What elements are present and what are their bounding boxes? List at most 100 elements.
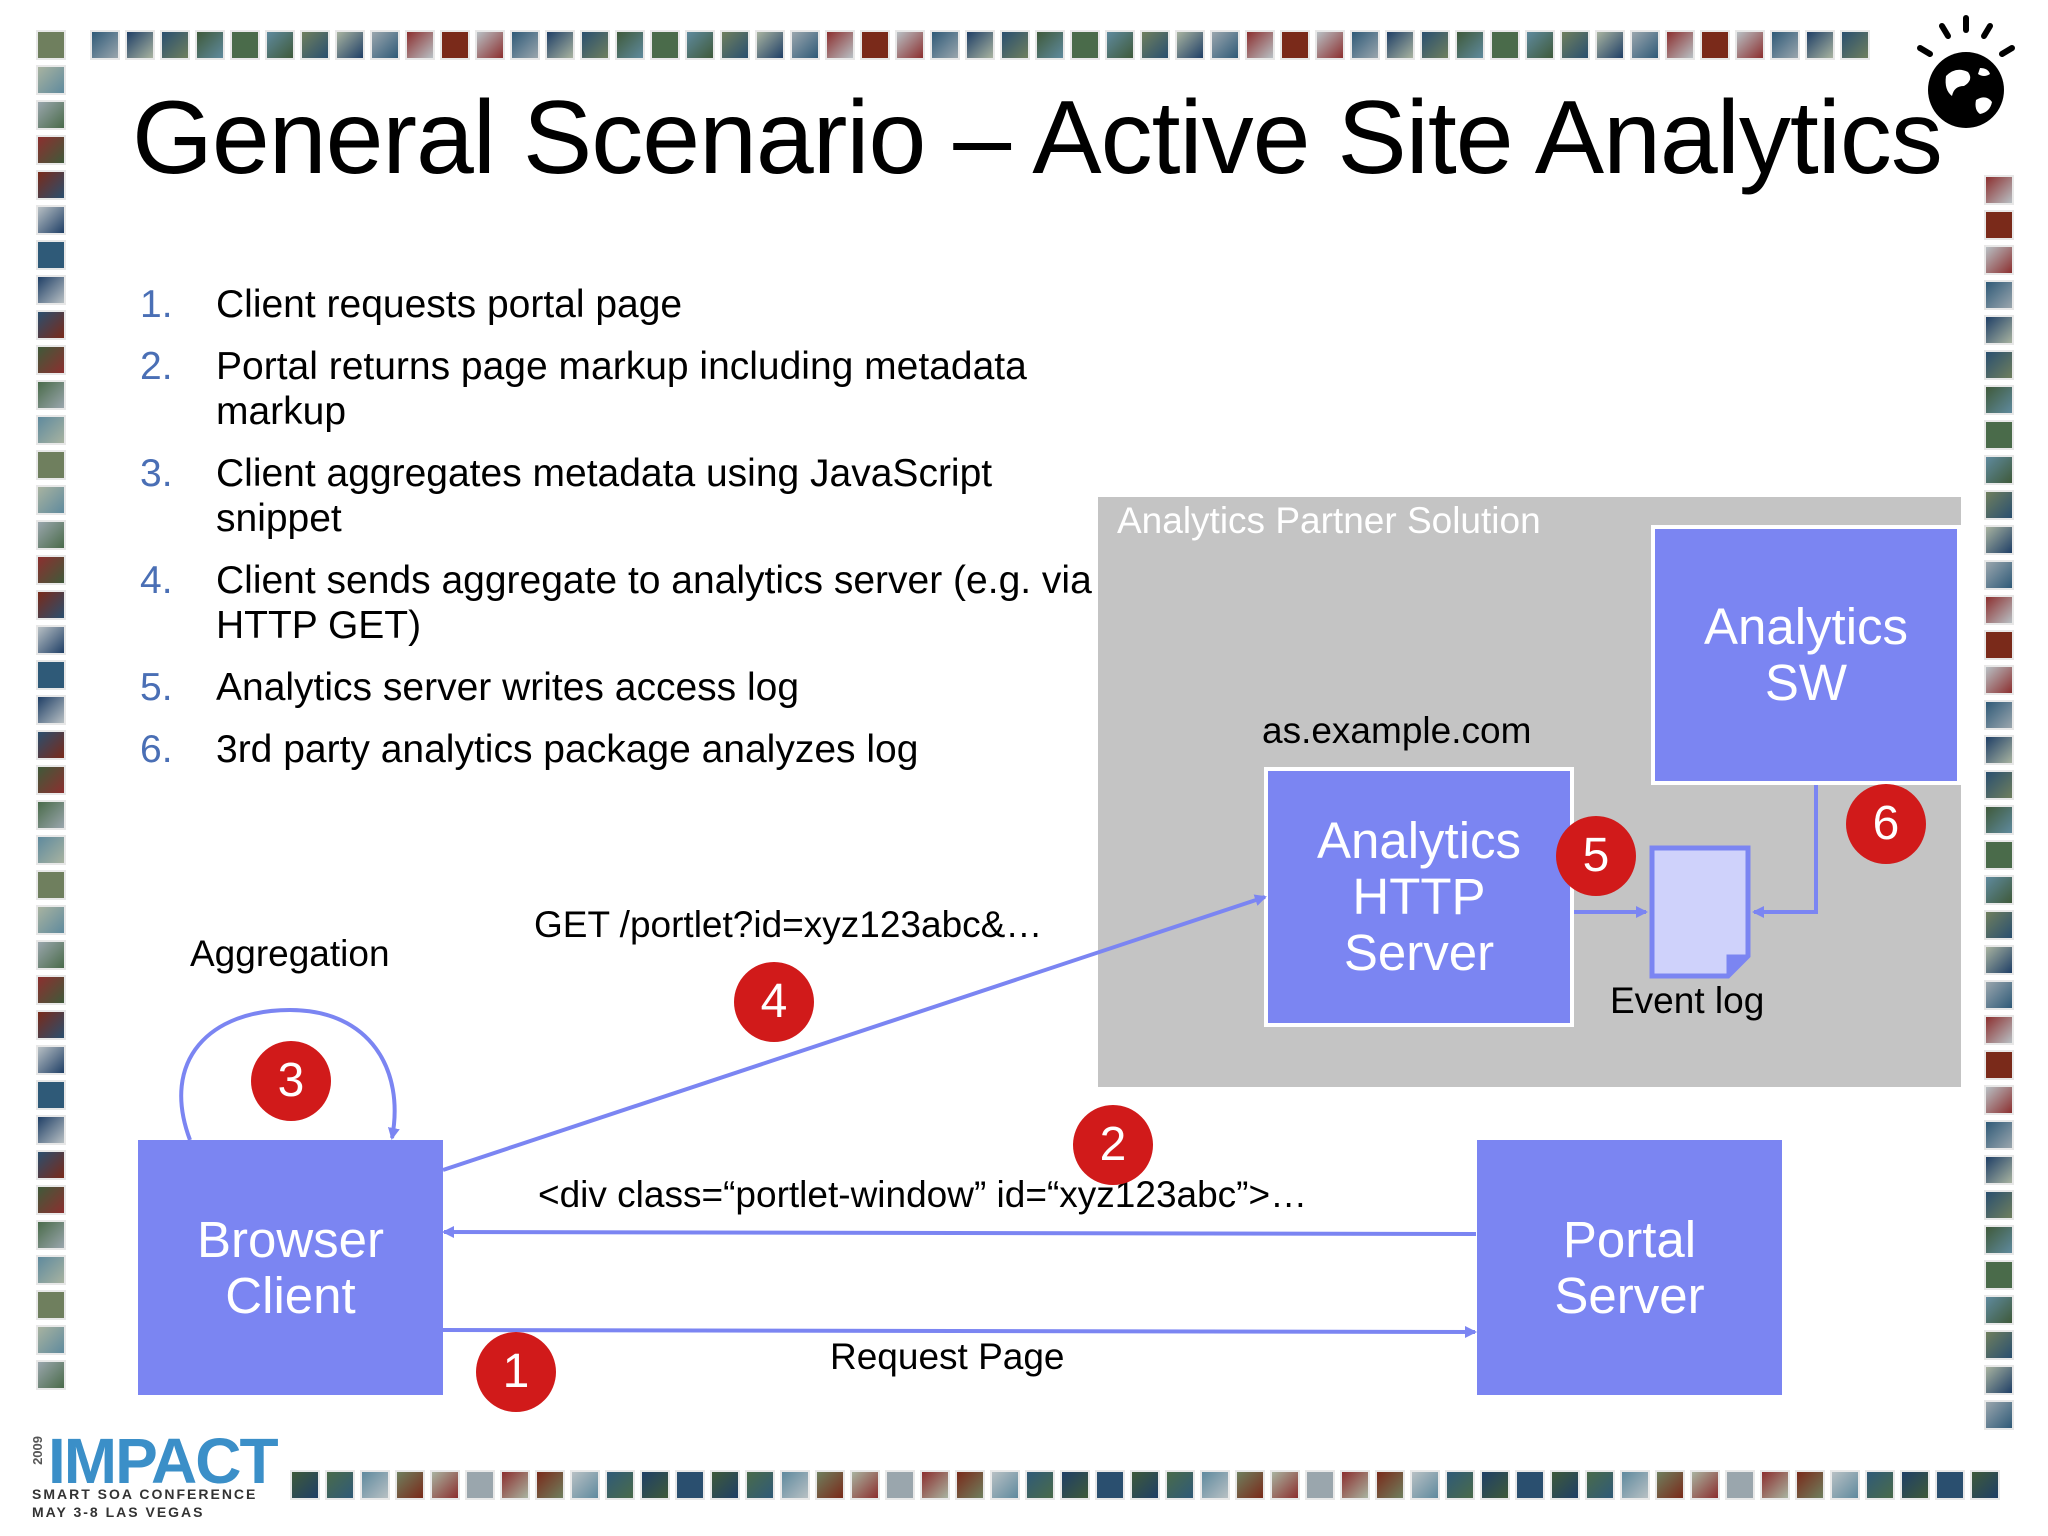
photo-tile: [1515, 1470, 1545, 1500]
photo-tile: [36, 940, 66, 970]
photo-tile: [36, 695, 66, 725]
photo-tile: [650, 30, 680, 60]
photo-tile: [1690, 1470, 1720, 1500]
photo-tile: [1455, 30, 1485, 60]
step-item: 2.Portal returns page markup including m…: [140, 344, 1100, 434]
photo-tile: [895, 30, 925, 60]
photo-tile: [685, 30, 715, 60]
photo-tile: [1235, 1470, 1265, 1500]
photo-tile: [430, 1470, 460, 1500]
bottom-photo-strip: [290, 1470, 2030, 1504]
photo-tile: [1984, 945, 2014, 975]
photo-tile: [36, 415, 66, 445]
photo-tile: [1420, 30, 1450, 60]
photo-tile: [1105, 30, 1135, 60]
photo-tile: [825, 30, 855, 60]
analytics-http-server-box: Analytics HTTP Server: [1264, 767, 1574, 1027]
photo-tile: [1984, 1400, 2014, 1430]
photo-tile: [195, 30, 225, 60]
step-item: 4.Client sends aggregate to analytics se…: [140, 558, 1100, 648]
step-item: 3.Client aggregates metadata using JavaS…: [140, 451, 1100, 541]
analytics-sw-label: Analytics SW: [1703, 598, 1909, 711]
photo-tile: [1550, 1470, 1580, 1500]
photo-tile: [1984, 1295, 2014, 1325]
photo-tile: [36, 905, 66, 935]
photo-tile: [1984, 700, 2014, 730]
photo-tile: [1725, 1470, 1755, 1500]
photo-tile: [930, 30, 960, 60]
arrow-get-request: [442, 894, 1267, 1172]
photo-tile: [780, 1470, 810, 1500]
photo-tile: [36, 135, 66, 165]
event-log-label: Event log: [1610, 980, 1765, 1021]
photo-tile: [36, 275, 66, 305]
photo-tile: [1984, 1085, 2014, 1115]
photo-tile: [405, 30, 435, 60]
photo-tile: [36, 625, 66, 655]
photo-tile: [1984, 525, 2014, 555]
photo-tile: [335, 30, 365, 60]
photo-tile: [36, 1360, 66, 1390]
photo-tile: [1175, 30, 1205, 60]
photo-tile: [36, 1150, 66, 1180]
photo-tile: [1984, 875, 2014, 905]
photo-tile: [850, 1470, 880, 1500]
left-photo-strip: [36, 30, 70, 1410]
photo-tile: [36, 240, 66, 270]
photo-tile: [1410, 1470, 1440, 1500]
photo-tile: [1984, 280, 2014, 310]
photo-tile: [90, 30, 120, 60]
photo-tile: [500, 1470, 530, 1500]
photo-tile: [860, 30, 890, 60]
photo-tile: [36, 870, 66, 900]
photo-tile: [36, 1115, 66, 1145]
photo-tile: [615, 30, 645, 60]
photo-tile: [36, 590, 66, 620]
photo-tile: [1770, 30, 1800, 60]
photo-tile: [1700, 30, 1730, 60]
photo-tile: [1840, 30, 1870, 60]
photo-tile: [36, 485, 66, 515]
photo-tile: [545, 30, 575, 60]
photo-tile: [36, 65, 66, 95]
photo-tile: [325, 1470, 355, 1500]
browser-client-box: Browser Client: [138, 1140, 443, 1395]
photo-tile: [1130, 1470, 1160, 1500]
photo-tile: [1900, 1470, 1930, 1500]
photo-tile: [1025, 1470, 1055, 1500]
photo-tile: [965, 30, 995, 60]
photo-tile: [1490, 30, 1520, 60]
photo-tile: [370, 30, 400, 60]
photo-tile: [36, 1185, 66, 1215]
photo-tile: [1984, 1190, 2014, 1220]
photo-tile: [395, 1470, 425, 1500]
photo-tile: [1585, 1470, 1615, 1500]
photo-tile: [1984, 630, 2014, 660]
photo-tile: [1984, 490, 2014, 520]
photo-tile: [1984, 385, 2014, 415]
logo-dates: MAY 3-8 LAS VEGAS: [32, 1504, 205, 1520]
photo-tile: [1340, 1470, 1370, 1500]
photo-tile: [1984, 1260, 2014, 1290]
aggregation-label: Aggregation: [190, 933, 390, 974]
step-number: 4.: [140, 559, 173, 602]
slide-title: General Scenario – Active Site Analytics: [132, 80, 1943, 196]
photo-tile: [1655, 1470, 1685, 1500]
photo-tile: [1984, 840, 2014, 870]
step-badge-4: 4: [734, 962, 814, 1042]
photo-tile: [1984, 1365, 2014, 1395]
photo-tile: [1305, 1470, 1335, 1500]
photo-tile: [1984, 210, 2014, 240]
photo-tile: [36, 345, 66, 375]
photo-tile: [1280, 30, 1310, 60]
photo-tile: [125, 30, 155, 60]
photo-tile: [1984, 1015, 2014, 1045]
photo-tile: [1984, 1155, 2014, 1185]
photo-tile: [640, 1470, 670, 1500]
photo-tile: [535, 1470, 565, 1500]
photo-tile: [815, 1470, 845, 1500]
photo-tile: [1984, 1225, 2014, 1255]
photo-tile: [710, 1470, 740, 1500]
event-log-document: [1649, 845, 1751, 979]
photo-tile: [36, 1325, 66, 1355]
